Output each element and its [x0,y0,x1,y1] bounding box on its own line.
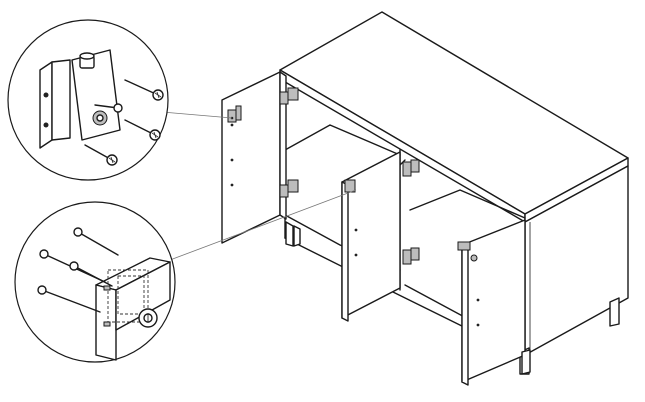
hinge-bottom-left [279,179,299,198]
middle-door [341,151,420,322]
screw-icon [124,79,164,101]
screw-icon [73,227,119,256]
hinge-top-left [227,87,299,123]
screw-icon [84,144,118,166]
cabinet-body [279,11,629,375]
callout-hinge-detail [7,19,169,181]
hinge-top-right [457,241,478,262]
screw-icon [94,103,123,113]
leader-line-top [161,111,233,119]
screw-icon [37,285,101,313]
left-door [221,71,299,244]
leader-line-bottom [169,189,357,261]
screw-icon [69,261,113,287]
hinge-bottom-middle [402,247,420,265]
screw-icon [124,119,161,141]
callout-lock-detail [14,201,176,363]
right-door [457,219,531,386]
